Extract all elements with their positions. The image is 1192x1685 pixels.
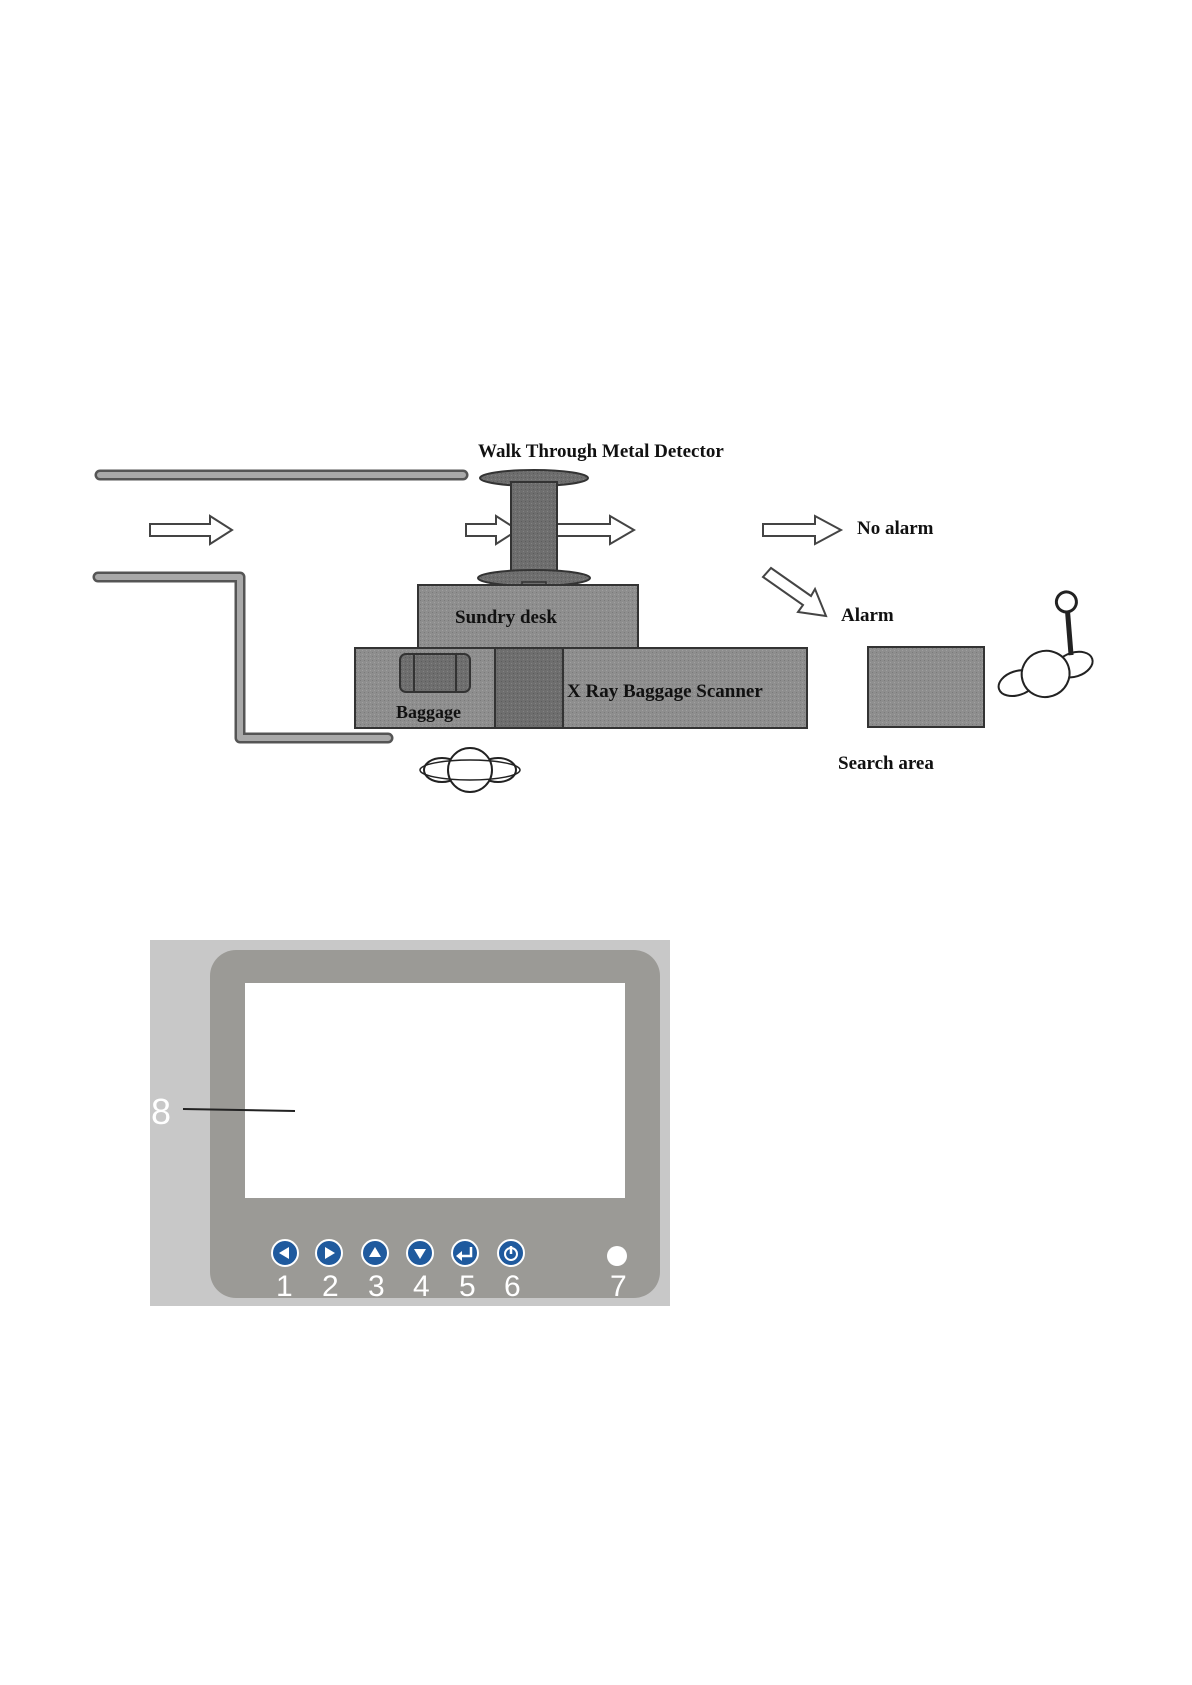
entry-arrow: [150, 516, 232, 544]
no-alarm-arrow: [763, 516, 841, 544]
queue-railing: [98, 577, 388, 738]
button-3-number: 3: [368, 1270, 385, 1303]
checkpoint-layout-diagram: Walk Through Metal Detector Sundry desk: [0, 0, 1192, 820]
callout-8-label: 8: [151, 1091, 171, 1132]
button-4-number: 4: [413, 1270, 430, 1303]
button-2-number: 2: [322, 1270, 339, 1303]
button-power[interactable]: [498, 1240, 524, 1266]
display-screen: [245, 983, 625, 1198]
no-alarm-label: No alarm: [857, 518, 934, 539]
alarm-arrow: [763, 568, 826, 616]
scanner-operator-icon: [420, 748, 520, 792]
button-left[interactable]: [272, 1240, 298, 1266]
button-enter[interactable]: [452, 1240, 478, 1266]
button-1-number: 1: [276, 1270, 293, 1303]
button-up[interactable]: [362, 1240, 388, 1266]
detector-exit-arrow: [555, 516, 634, 544]
alarm-label: Alarm: [841, 605, 894, 626]
walk-through-metal-detector-label: Walk Through Metal Detector: [478, 441, 724, 462]
suitcase-icon: [400, 654, 470, 692]
button-6-number: 6: [504, 1270, 521, 1303]
hand-wand-officer-icon: [977, 589, 1102, 711]
button-right[interactable]: [316, 1240, 342, 1266]
indicator-light: [607, 1246, 627, 1266]
indicator-7-number: 7: [610, 1270, 627, 1303]
baggage-label: Baggage: [396, 702, 461, 722]
search-area-label: Search area: [838, 753, 934, 774]
sundry-desk-label: Sundry desk: [455, 607, 557, 628]
button-down[interactable]: [407, 1240, 433, 1266]
xray-baggage-scanner-label: X Ray Baggage Scanner: [567, 681, 763, 702]
search-area-table: [868, 647, 984, 727]
button-5-number: 5: [459, 1270, 476, 1303]
control-panel-diagram: 8 1 2 3 4 5 6 7: [0, 920, 1192, 1320]
